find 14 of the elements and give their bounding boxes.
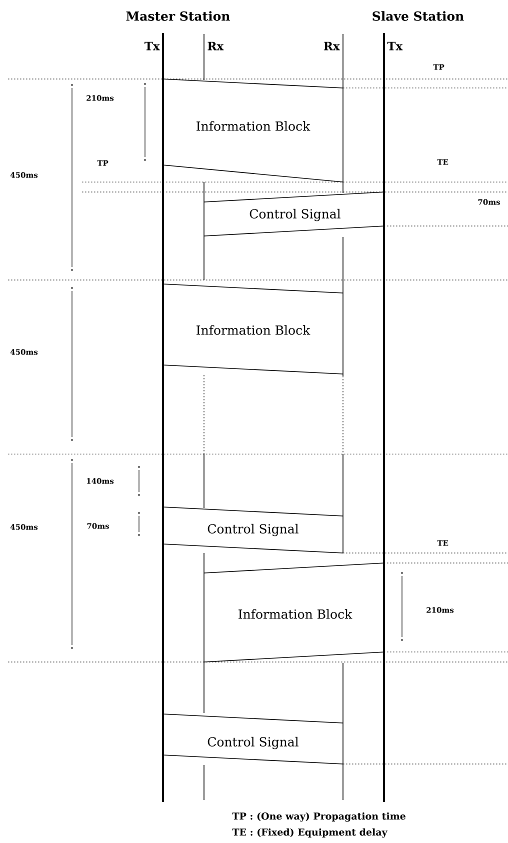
signal-block: Information Block bbox=[204, 562, 384, 662]
signal-block: Control Signal bbox=[162, 506, 344, 554]
signal-block: Information Block bbox=[162, 284, 344, 374]
legend-note: TE : (Fixed) Equipment delay bbox=[232, 828, 388, 838]
station-heading: Slave Station bbox=[372, 11, 464, 21]
station-heading: Master Station bbox=[126, 11, 230, 21]
channel-label: Rx bbox=[208, 42, 224, 50]
signal-block: Information Block bbox=[162, 78, 344, 182]
signal-block: Control Signal bbox=[162, 714, 344, 764]
channel-label: Tx bbox=[144, 42, 160, 50]
channel-label: Tx bbox=[387, 42, 403, 50]
signal-block: Control Signal bbox=[204, 192, 384, 236]
channel-label: Rx bbox=[324, 42, 340, 50]
legend-note: TP : (One way) Propagation time bbox=[232, 812, 406, 822]
